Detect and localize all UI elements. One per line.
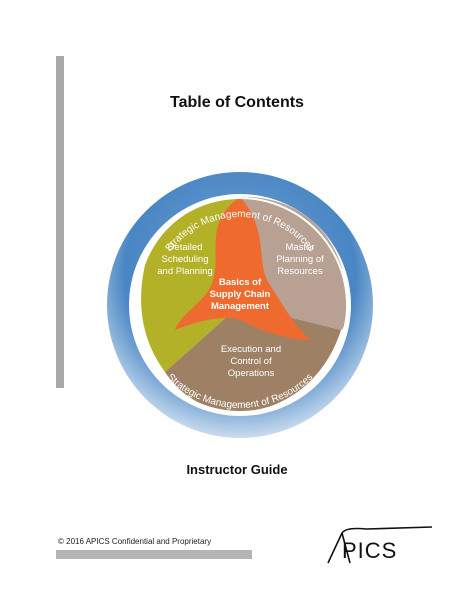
copyright-notice: © 2016 APICS Confidential and Proprietar…	[58, 537, 212, 546]
label-line: Basics of	[219, 277, 262, 288]
label-master: Master Planning of Resources	[276, 242, 324, 277]
apics-logo-icon	[327, 526, 433, 564]
label-line: Execution and	[221, 344, 281, 355]
label-basics: Basics of Supply Chain Management	[210, 277, 271, 312]
label-line: Planning of	[276, 254, 324, 265]
label-detailed: Detailed Scheduling and Planning	[157, 242, 212, 277]
supply-chain-diagram: Strategic Management of Resources Strate…	[107, 172, 373, 438]
label-line: Resources	[277, 266, 323, 277]
label-line: Control of	[230, 356, 272, 367]
label-line: Master	[285, 242, 314, 253]
label-line: Scheduling	[161, 254, 208, 265]
label-line: and Planning	[157, 266, 212, 277]
page-subtitle: Instructor Guide	[186, 462, 288, 477]
label-line: Supply Chain	[210, 289, 271, 300]
label-line: Management	[211, 301, 270, 312]
label-line: Detailed	[168, 242, 203, 253]
page-title: Table of Contents	[170, 94, 304, 111]
footer-bar	[56, 550, 252, 559]
label-execution: Execution and Control of Operations	[221, 344, 281, 379]
segment-detailed	[141, 197, 240, 372]
segment-border	[132, 197, 348, 413]
apics-logo-text: PICS	[342, 538, 398, 563]
label-line: Operations	[228, 368, 275, 379]
side-accent-bar	[56, 56, 64, 388]
segment-basics	[175, 197, 310, 340]
